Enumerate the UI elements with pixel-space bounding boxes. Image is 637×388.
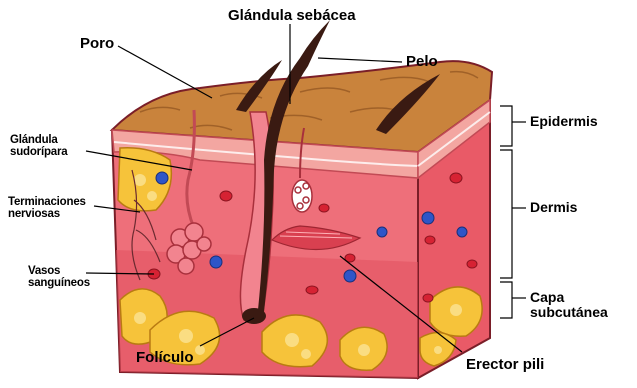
label-capa-subcutanea-line1: Capa <box>530 290 608 305</box>
label-glandula-sebacea: Glándula sebácea <box>228 8 356 24</box>
label-erector-pili: Erector pili <box>466 357 544 373</box>
label-terminaciones-nerviosas-line1: Terminaciones <box>8 196 86 208</box>
label-glandula-sudoripara-line2: sudorípara <box>10 146 67 158</box>
label-foliculo: Folículo <box>136 350 194 366</box>
label-pelo: Pelo <box>406 54 438 70</box>
label-glandula-sudoripara: Glándula sudorípara <box>10 134 67 158</box>
label-epidermis: Epidermis <box>530 114 598 129</box>
sebaceous-gland <box>292 180 312 212</box>
label-vasos-sanguineos: Vasos sanguíneos <box>28 265 90 289</box>
label-dermis: Dermis <box>530 200 577 215</box>
label-vasos-sanguineos-line2: sanguíneos <box>28 277 90 289</box>
label-capa-subcutanea: Capa subcutánea <box>530 290 608 319</box>
label-glandula-sudoripara-line1: Glándula <box>10 134 67 146</box>
label-capa-subcutanea-line2: subcutánea <box>530 305 608 320</box>
label-vasos-sanguineos-line1: Vasos <box>28 265 90 277</box>
label-terminaciones-nerviosas-line2: nerviosas <box>8 208 86 220</box>
label-terminaciones-nerviosas: Terminaciones nerviosas <box>8 196 86 220</box>
label-poro: Poro <box>80 36 114 52</box>
